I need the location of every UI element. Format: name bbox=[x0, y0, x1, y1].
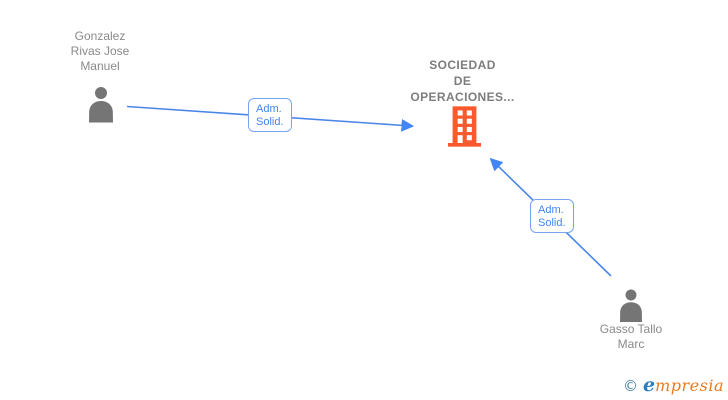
person2-name-line: Marc bbox=[617, 337, 645, 351]
edge-label-line: Adm. bbox=[538, 204, 564, 216]
person1-name-line: Gonzalez bbox=[74, 29, 126, 43]
copyright-icon: © bbox=[623, 377, 638, 395]
node-label-person1[interactable]: Gonzalez Rivas Jose Manuel bbox=[40, 29, 160, 74]
node-label-company[interactable]: SOCIEDAD DE OPERACIONES... bbox=[390, 57, 535, 105]
person2-name-line: Gasso Tallo bbox=[599, 322, 663, 336]
company-name-line: OPERACIONES... bbox=[410, 90, 515, 104]
edge-label-adm-solid-1[interactable]: Adm. Solid. bbox=[248, 98, 292, 132]
logo-text: mpresia bbox=[655, 376, 724, 395]
node-label-person2[interactable]: Gasso Tallo Marc bbox=[571, 322, 691, 352]
edge-label-line: Solid. bbox=[538, 217, 566, 229]
person1-name-line: Manuel bbox=[80, 59, 120, 73]
edge-label-line: Solid. bbox=[256, 116, 284, 128]
empresia-logo: © e mpresia bbox=[623, 374, 724, 396]
person1-name-line: Rivas Jose bbox=[70, 44, 130, 58]
edge-label-line: Adm. bbox=[256, 103, 282, 115]
person-icon[interactable] bbox=[617, 289, 645, 322]
edge-label-adm-solid-2[interactable]: Adm. Solid. bbox=[530, 199, 574, 233]
company-name-line: DE bbox=[453, 74, 472, 88]
building-icon[interactable] bbox=[448, 106, 481, 147]
logo-letter-e: e bbox=[643, 374, 656, 396]
person-icon[interactable] bbox=[87, 86, 115, 123]
company-name-line: SOCIEDAD bbox=[429, 58, 496, 72]
